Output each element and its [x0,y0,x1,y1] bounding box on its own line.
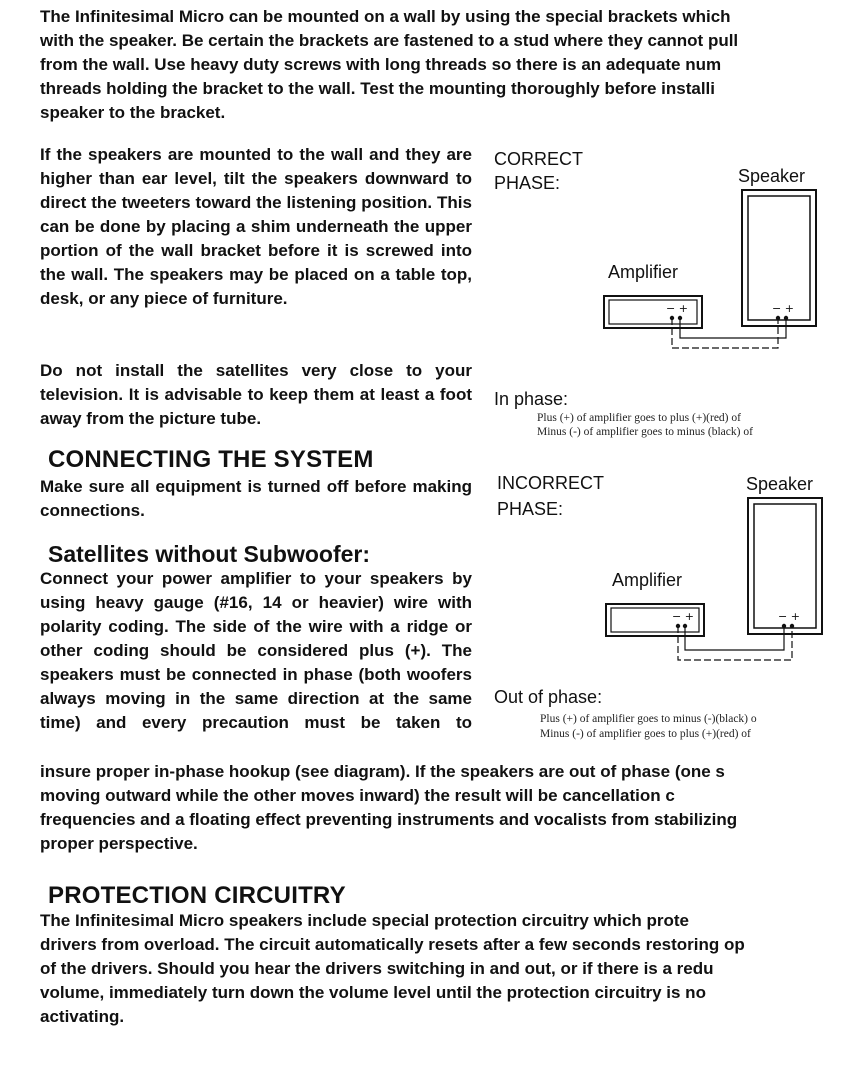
out-of-phase-note-line1: Plus (+) of amplifier goes to minus (-)(… [540,713,757,725]
out-of-phase-note-line2: Minus (-) of amplifier goes to plus (+)(… [540,728,751,740]
correct-speaker-label: Speaker [738,166,806,186]
continuation-line: insure proper in-phase hookup (see diagr… [40,762,725,781]
correct-speaker-terminal-signs: − + [772,302,794,315]
intro-line: threads holding the bracket to the wall.… [40,79,716,98]
incorrect-speaker-terminal-minus [781,623,787,629]
wall-mount-paragraph: If the speakers are mounted to the wall … [40,145,472,308]
correct-amplifier-label: Amplifier [608,262,679,282]
satellites-column-text: Connect your power amplifier to your spe… [40,569,472,732]
incorrect-amplifier-label: Amplifier [612,570,683,590]
correct-speaker-box-inner [747,195,811,321]
correct-phase-title-line1: CORRECT [494,149,583,169]
incorrect-amplifier-box-outer [605,603,705,637]
in-phase-note-line1: Plus (+) of amplifier goes to plus (+)(r… [537,412,741,424]
incorrect-amplifier-box-inner [610,607,700,633]
intro-line: The Infinitesimal Micro can be mounted o… [40,7,731,26]
tv-placement-paragraph: Do not install the satellites very close… [40,361,472,428]
correct-speaker-terminal-minus [775,315,781,321]
protection-line: of the drivers. Should you hear the driv… [40,959,714,978]
incorrect-speaker-terminal-plus [789,623,795,629]
correct-wire-solid [679,318,787,339]
incorrect-amp-terminal-signs: − + [672,610,694,623]
incorrect-phase-title-line2: PHASE: [497,499,564,519]
correct-speaker-box-outer [741,189,817,327]
out-of-phase-caption: Out of phase: [494,687,603,707]
correct-speaker-terminal-plus [783,315,789,321]
connecting-warning: Make sure all equipment is turned off be… [40,477,472,520]
incorrect-amp-terminal-minus [675,623,681,629]
correct-amplifier-box-inner [608,299,698,325]
incorrect-phase-title-line1: INCORRECT [497,473,604,493]
correct-amp-terminal-minus [669,315,675,321]
incorrect-wiring-drawing: − + − + [605,497,823,661]
intro-line: from the wall. Use heavy duty screws wit… [40,55,722,74]
incorrect-speaker-box-outer [747,497,823,635]
satellites-heading: Satellites without Subwoofer: [48,541,371,567]
incorrect-wire-dashed [677,626,793,661]
intro-line: speaker to the bracket. [40,103,226,122]
satellites-continuation: insure proper in-phase hookup (see diagr… [40,760,849,856]
incorrect-speaker-box-inner [753,503,817,629]
intro-line: with the speaker. Be certain the bracket… [40,31,739,50]
incorrect-speaker-label: Speaker [746,474,814,494]
protection-paragraph: The Infinitesimal Micro speakers include… [40,909,849,1029]
correct-wiring-drawing: − + − + [603,189,817,349]
incorrect-speaker-terminal-signs: − + [778,610,800,623]
correct-amp-terminal-plus [677,315,683,321]
protection-line: activating. [40,1007,125,1026]
protection-line: volume, immediately turn down the volume… [40,983,706,1002]
continuation-line: moving outward while the other moves inw… [40,786,675,805]
continuation-line: proper perspective. [40,834,198,853]
correct-wire-dashed [671,318,779,349]
protection-line: drivers from overload. The circuit autom… [40,935,745,954]
in-phase-caption: In phase: [494,389,569,409]
correct-amp-terminal-signs: − + [666,302,688,315]
incorrect-amp-terminal-plus [682,623,688,629]
continuation-line: frequencies and a floating effect preven… [40,810,738,829]
incorrect-wire-solid [684,626,785,651]
in-phase-note-line2: Minus (-) of amplifier goes to minus (bl… [537,426,753,438]
connecting-heading: CONNECTING THE SYSTEM [48,446,374,473]
protection-line: The Infinitesimal Micro speakers include… [40,911,690,930]
correct-phase-title-line2: PHASE: [494,173,561,193]
correct-amplifier-box-outer [603,295,703,329]
intro-paragraph: The Infinitesimal Micro can be mounted o… [40,5,849,125]
protection-heading: PROTECTION CIRCUITRY [48,882,346,909]
